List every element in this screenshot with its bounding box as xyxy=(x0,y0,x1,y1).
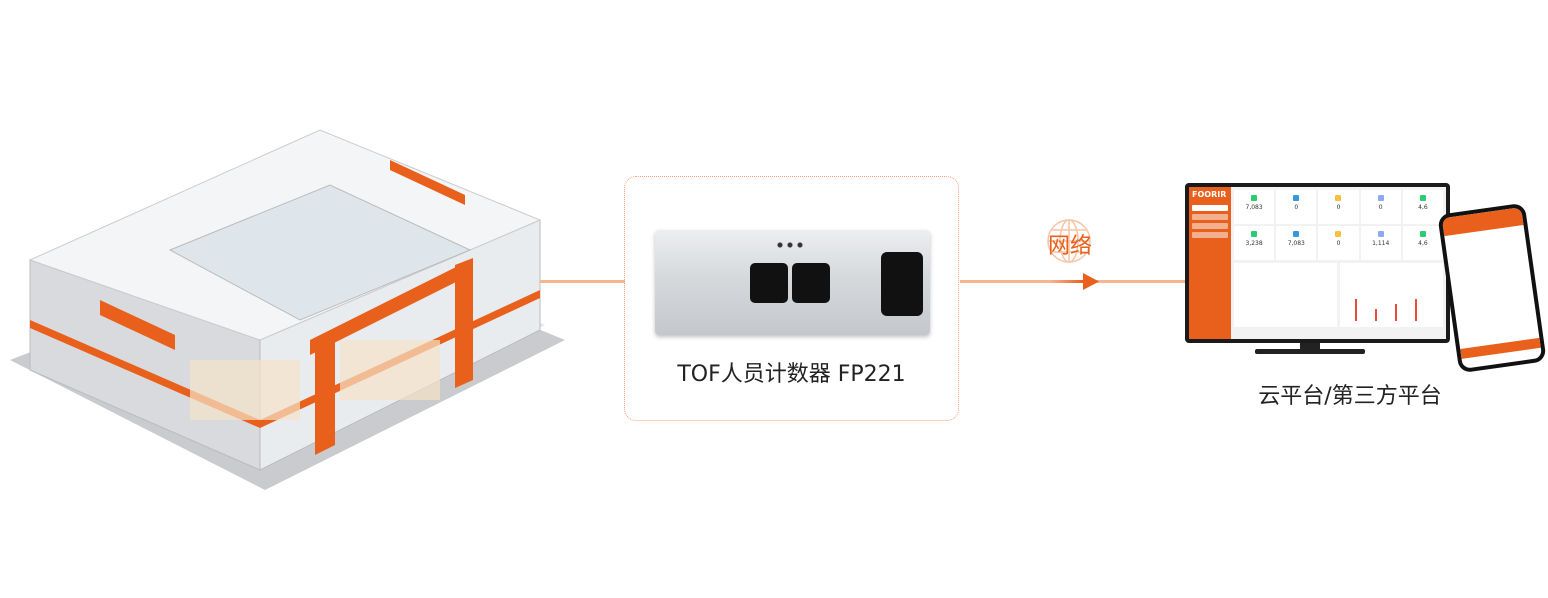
tof-sensor-left xyxy=(750,263,788,303)
monitor-dashboard: FOORIR 7,083 0 0 0 4,6 3,238 7,083 0 1,1… xyxy=(1185,183,1450,343)
platform-label: 云平台/第三方平台 xyxy=(1258,384,1442,409)
indicator-lights xyxy=(775,242,805,248)
stat-card: 0 xyxy=(1276,190,1317,224)
stat-card: 3,238 xyxy=(1234,226,1275,260)
stat-card: 7,083 xyxy=(1234,190,1275,224)
tof-counter-device xyxy=(655,230,930,335)
dashboard-sidebar: FOORIR xyxy=(1189,187,1231,339)
tof-sensor-right xyxy=(792,263,830,303)
connector-line-left xyxy=(540,280,625,283)
network-label: 网络 xyxy=(1047,234,1092,259)
store-building-illustration xyxy=(10,129,565,490)
mobile-phone xyxy=(1437,202,1547,374)
stat-card: 0 xyxy=(1360,190,1401,224)
stat-card: 4,6 xyxy=(1402,226,1443,260)
monitor-stand xyxy=(1300,343,1320,349)
device-label: TOF人员计数器 FP221 xyxy=(677,362,906,387)
bar-chart-panel xyxy=(1340,263,1443,327)
monitor-base xyxy=(1255,349,1365,354)
stat-card: 0 xyxy=(1318,226,1359,260)
stat-card: 4,6 xyxy=(1402,190,1443,224)
stat-card: 0 xyxy=(1318,190,1359,224)
connector-line-right xyxy=(960,280,1185,283)
globe-icon xyxy=(1047,219,1091,263)
platform-logo: FOORIR xyxy=(1192,190,1227,199)
device-window xyxy=(881,252,923,316)
device-frame xyxy=(624,176,959,421)
summary-panel xyxy=(1234,263,1337,327)
stat-card: 7,083 xyxy=(1276,226,1317,260)
arrow-right-icon xyxy=(1083,273,1099,290)
stat-card: 1,114 xyxy=(1360,226,1401,260)
